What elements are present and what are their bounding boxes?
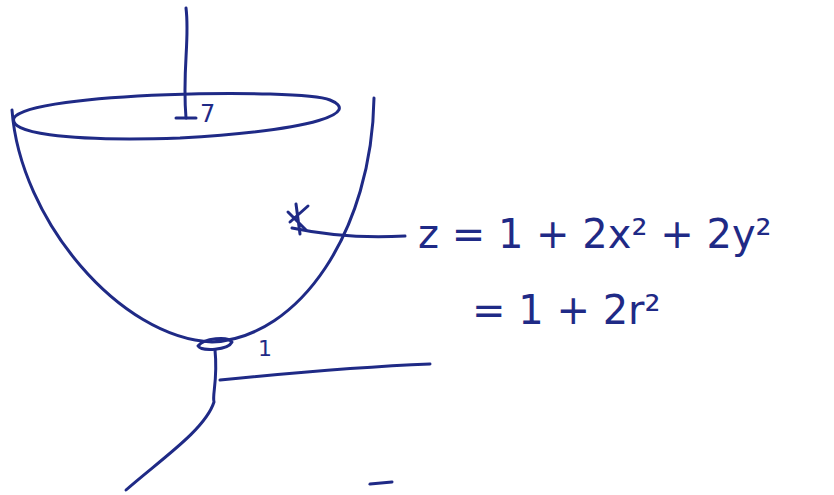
axis-line-top xyxy=(185,8,187,118)
surface-equation: z = 1 + 2x² + 2y² xyxy=(418,214,772,254)
surface-equation: = 1 + 2r² xyxy=(472,290,661,330)
height-value: 7 xyxy=(200,102,215,126)
crossed-mark xyxy=(288,204,308,234)
rim-ellipse xyxy=(14,94,340,139)
stray-mark xyxy=(370,482,392,484)
base-level-line xyxy=(220,364,430,380)
bowl-surface xyxy=(12,98,374,342)
axis-line-bottom xyxy=(126,350,216,490)
height-value: 1 xyxy=(258,338,272,360)
surface-leader xyxy=(292,228,405,237)
bottom-ellipse xyxy=(198,339,232,350)
axis-tick xyxy=(176,117,196,120)
